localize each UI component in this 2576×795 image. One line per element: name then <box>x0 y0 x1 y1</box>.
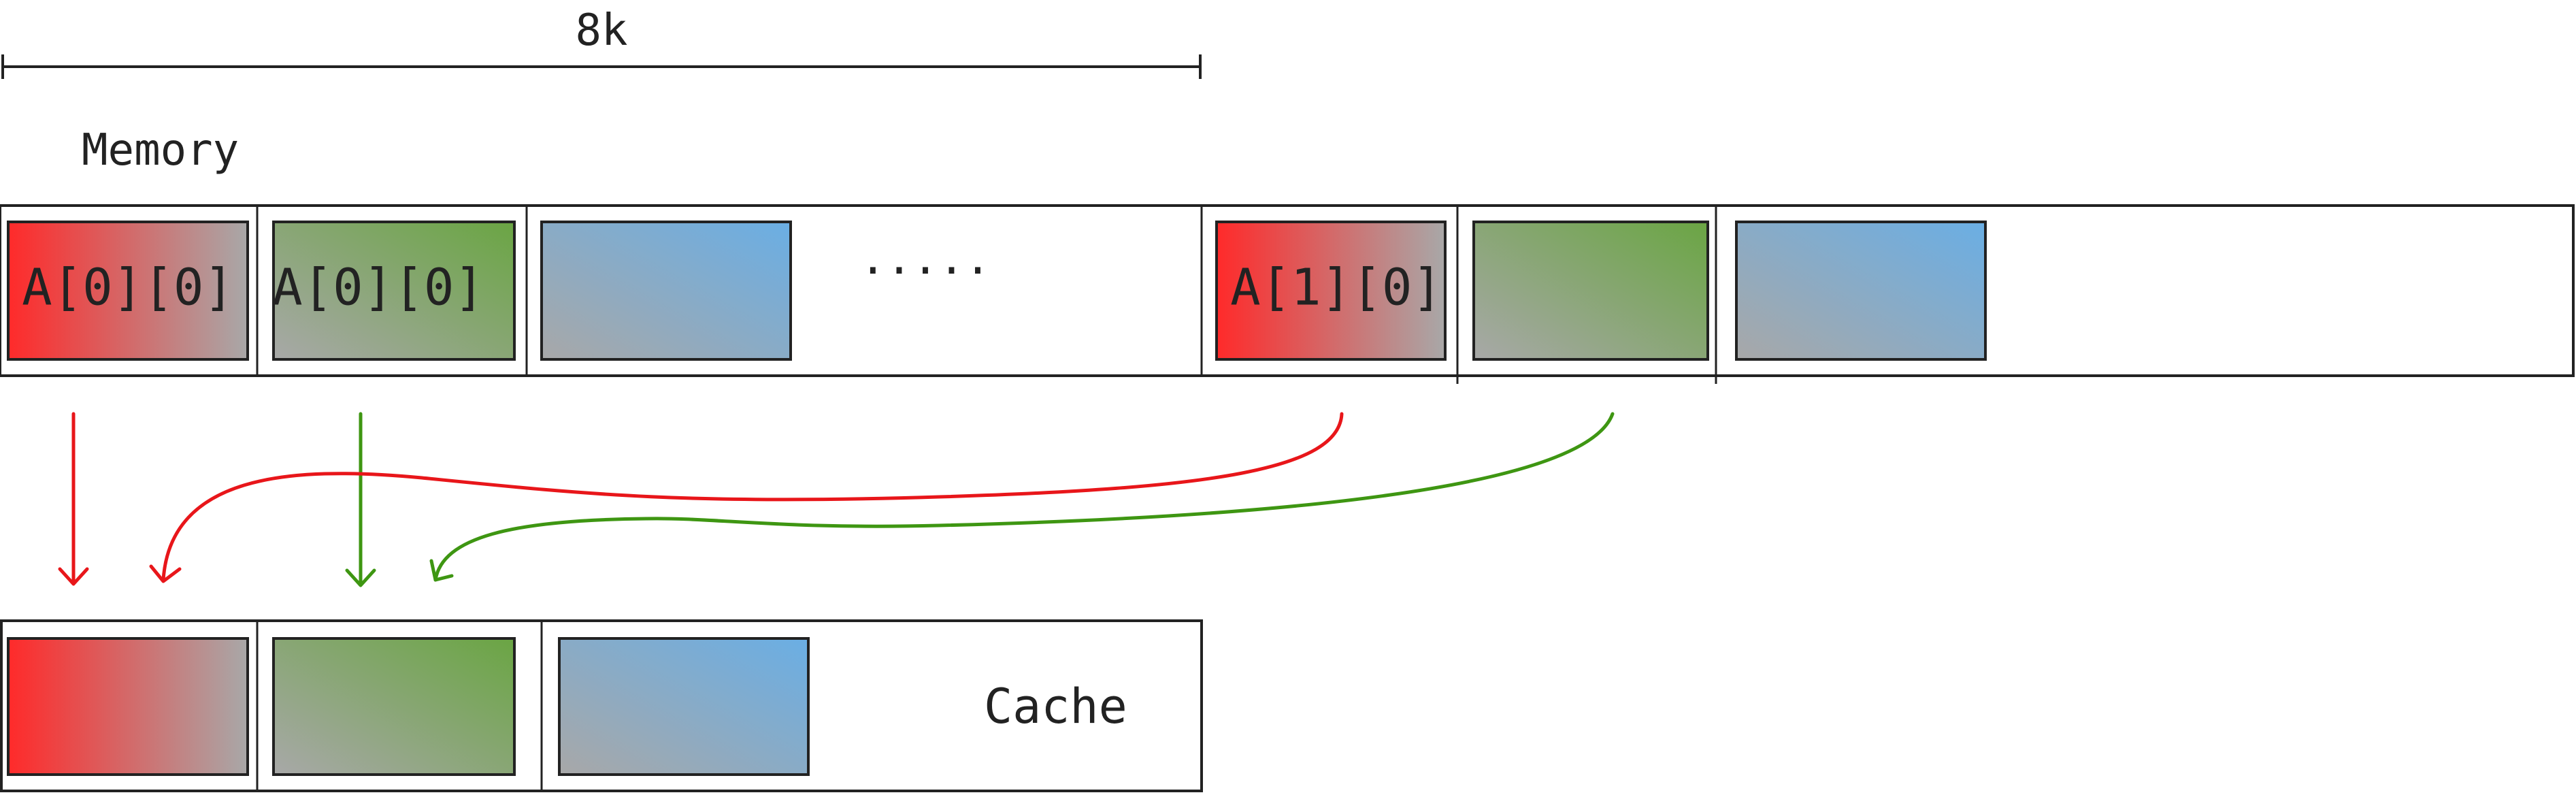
memory-cell-3 <box>540 221 792 361</box>
memory-cell-1-label: A[0][0] <box>22 259 234 317</box>
cache-cell-2 <box>272 637 516 776</box>
memory-row: A[0][0] A[0][0] ····· A[1][0] <box>0 204 2575 384</box>
green-curved-arrow <box>429 412 1615 582</box>
red-curved-arrow <box>149 412 1344 583</box>
memory-cell-1 <box>7 221 249 361</box>
memory-cell-4-label: A[1][0] <box>1230 259 1442 317</box>
cache-cell-1 <box>7 637 249 776</box>
cache-cell-3 <box>558 637 810 776</box>
memory-cell-5 <box>1472 221 1709 361</box>
arrows <box>58 412 1615 587</box>
memory-title: Memory <box>82 125 239 176</box>
memory-cell-6 <box>1735 221 1987 361</box>
cache-title: Cache <box>984 679 1127 734</box>
memory-cell-4 <box>1215 221 1447 361</box>
green-straight-arrow <box>345 412 376 587</box>
memory-cell-2 <box>272 221 516 361</box>
ellipsis: ····· <box>860 246 991 297</box>
scale-label: 8k <box>575 5 627 56</box>
memory-cell-2-label: A[0][0] <box>272 259 484 317</box>
cache-row: Cache <box>0 619 1203 792</box>
red-straight-arrow <box>58 412 89 586</box>
scale-bar: 8k <box>1 5 1202 79</box>
